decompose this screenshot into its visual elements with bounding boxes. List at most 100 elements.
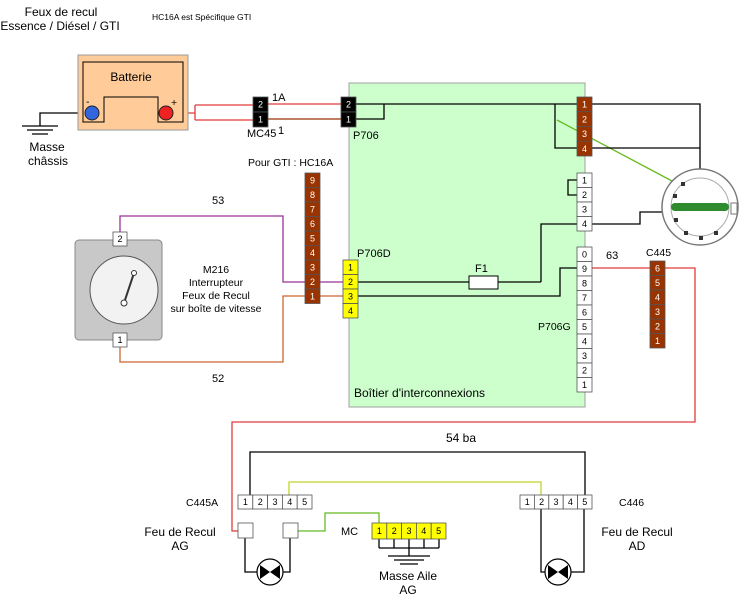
pin-number: 5 <box>655 278 660 288</box>
pin-cell <box>340 111 357 128</box>
selector-mark <box>699 236 703 240</box>
pin-number: 3 <box>406 526 411 536</box>
pin-number: 0 <box>582 249 587 259</box>
fuse-label: F1 <box>475 263 488 275</box>
pin-number: 7 <box>310 204 315 214</box>
connector-pin: 4 <box>281 494 298 510</box>
m216-line2: Feux de Recul <box>182 290 250 302</box>
lamp-ag-terminal-right <box>282 522 299 539</box>
pin-cell <box>577 494 593 510</box>
pin-number: 1 <box>310 291 315 301</box>
connector-pin: 8 <box>304 187 321 203</box>
connector-pin: 1 <box>237 494 254 510</box>
pin-number: 4 <box>582 144 587 154</box>
wire-53 <box>119 215 343 283</box>
connector-pin: 1 <box>576 172 593 188</box>
pin-number: 1 <box>243 497 248 507</box>
pin-number: 9 <box>310 175 315 185</box>
mc45-suffix: 1 <box>278 125 284 137</box>
m216-code: M216 <box>203 264 229 276</box>
wire-white-bridge <box>567 179 577 196</box>
switch-pin-2: 2 <box>117 234 122 244</box>
switch-lever-icon <box>123 272 135 304</box>
pin-number: 4 <box>310 248 315 258</box>
selector-contact-bar <box>671 203 729 211</box>
selector-mark <box>673 194 677 198</box>
connector-pin: 3 <box>342 288 359 304</box>
connector-pin: 4 <box>576 140 593 157</box>
connector-pin: 3 <box>649 304 666 320</box>
connector-pin: 1 <box>576 96 593 113</box>
p706-connector: 21 <box>340 96 357 128</box>
connector-pin: 3 <box>548 494 564 510</box>
connector-pin: 3 <box>576 201 593 217</box>
pin-number: 1 <box>258 115 263 125</box>
pin-number: 5 <box>436 526 441 536</box>
connector-pin: 6 <box>649 260 666 276</box>
connector-pin: 4 <box>415 522 432 540</box>
pin-number: 8 <box>310 190 315 200</box>
connector-pin: 5 <box>430 522 447 540</box>
pin-number: 6 <box>582 307 587 317</box>
pin-number: 4 <box>568 497 573 507</box>
wire-white-pin4-right <box>592 211 662 225</box>
wire-lamp-ag <box>244 538 291 573</box>
selector-mark <box>681 182 685 186</box>
selector-notch <box>730 202 738 215</box>
pin-number: 5 <box>582 322 587 332</box>
p706g-label: P706G <box>538 321 571 333</box>
connector-pin: 6 <box>304 216 321 232</box>
wire-internal-bridge <box>356 104 385 120</box>
lamp-ad-label-2: AD <box>629 539 646 553</box>
wire-52-label: 52 <box>212 373 224 385</box>
connector-pin: 2 <box>386 522 402 540</box>
connector-pin: 5 <box>649 275 666 291</box>
wing-ground-icon <box>388 555 430 565</box>
lamp-ad-label-1: Feu de Recul <box>601 525 672 539</box>
pin-number: 1 <box>346 115 351 125</box>
mc45-connector: 21 <box>252 96 269 128</box>
interconnect-box <box>348 82 586 408</box>
connector-pin: 1 <box>304 288 321 304</box>
wire-mc-ground <box>378 539 440 556</box>
positive-terminal-icon <box>158 105 174 121</box>
connector-pin: 2 <box>576 362 593 378</box>
connector-pin: 1 <box>252 111 269 128</box>
connector-pin: 2 <box>252 96 269 113</box>
connector-pin: 2 <box>576 111 593 127</box>
pin-cell <box>252 111 269 128</box>
wire-54ba <box>249 451 586 495</box>
connector-pin: 4 <box>576 216 593 232</box>
diagram-subtitle: Essence / Diésel / GTI <box>0 19 119 33</box>
pin-number: 2 <box>346 100 351 110</box>
interconnect-box-label: Boîtier d'interconnexions <box>354 386 485 400</box>
hc16a-label: Pour GTI : HC16A <box>248 157 333 169</box>
wire-53-label: 53 <box>212 195 224 207</box>
pin-number: 1 <box>525 497 530 507</box>
wires <box>39 103 701 573</box>
battery-outline <box>82 61 184 123</box>
pin-number: 1 <box>348 262 353 272</box>
pin-number: 5 <box>310 233 315 243</box>
wire-green-mc <box>298 512 380 532</box>
connector-pin: 3 <box>267 494 283 510</box>
connector-pin: 5 <box>577 494 593 510</box>
connector-pin: 2 <box>304 274 321 290</box>
pin-number: 2 <box>310 277 315 287</box>
connector-pin: 4 <box>576 333 593 349</box>
c445-label: C445 <box>646 247 671 259</box>
m216-line3: sur boîte de vitesse <box>170 303 261 315</box>
connector-pin: 3 <box>401 522 417 540</box>
connector-pin: 1 <box>519 494 535 510</box>
chassis-ground-label-1: Masse <box>29 140 65 154</box>
wing-ground-label-1: Masse Aile <box>379 569 437 583</box>
connector-pin: 2 <box>342 274 359 290</box>
pin-cell <box>430 522 447 540</box>
negative-terminal-icon <box>84 105 100 121</box>
connector-pin: 3 <box>304 259 321 275</box>
connector-pin: 2 <box>340 96 357 113</box>
pin-number: 3 <box>348 291 353 301</box>
